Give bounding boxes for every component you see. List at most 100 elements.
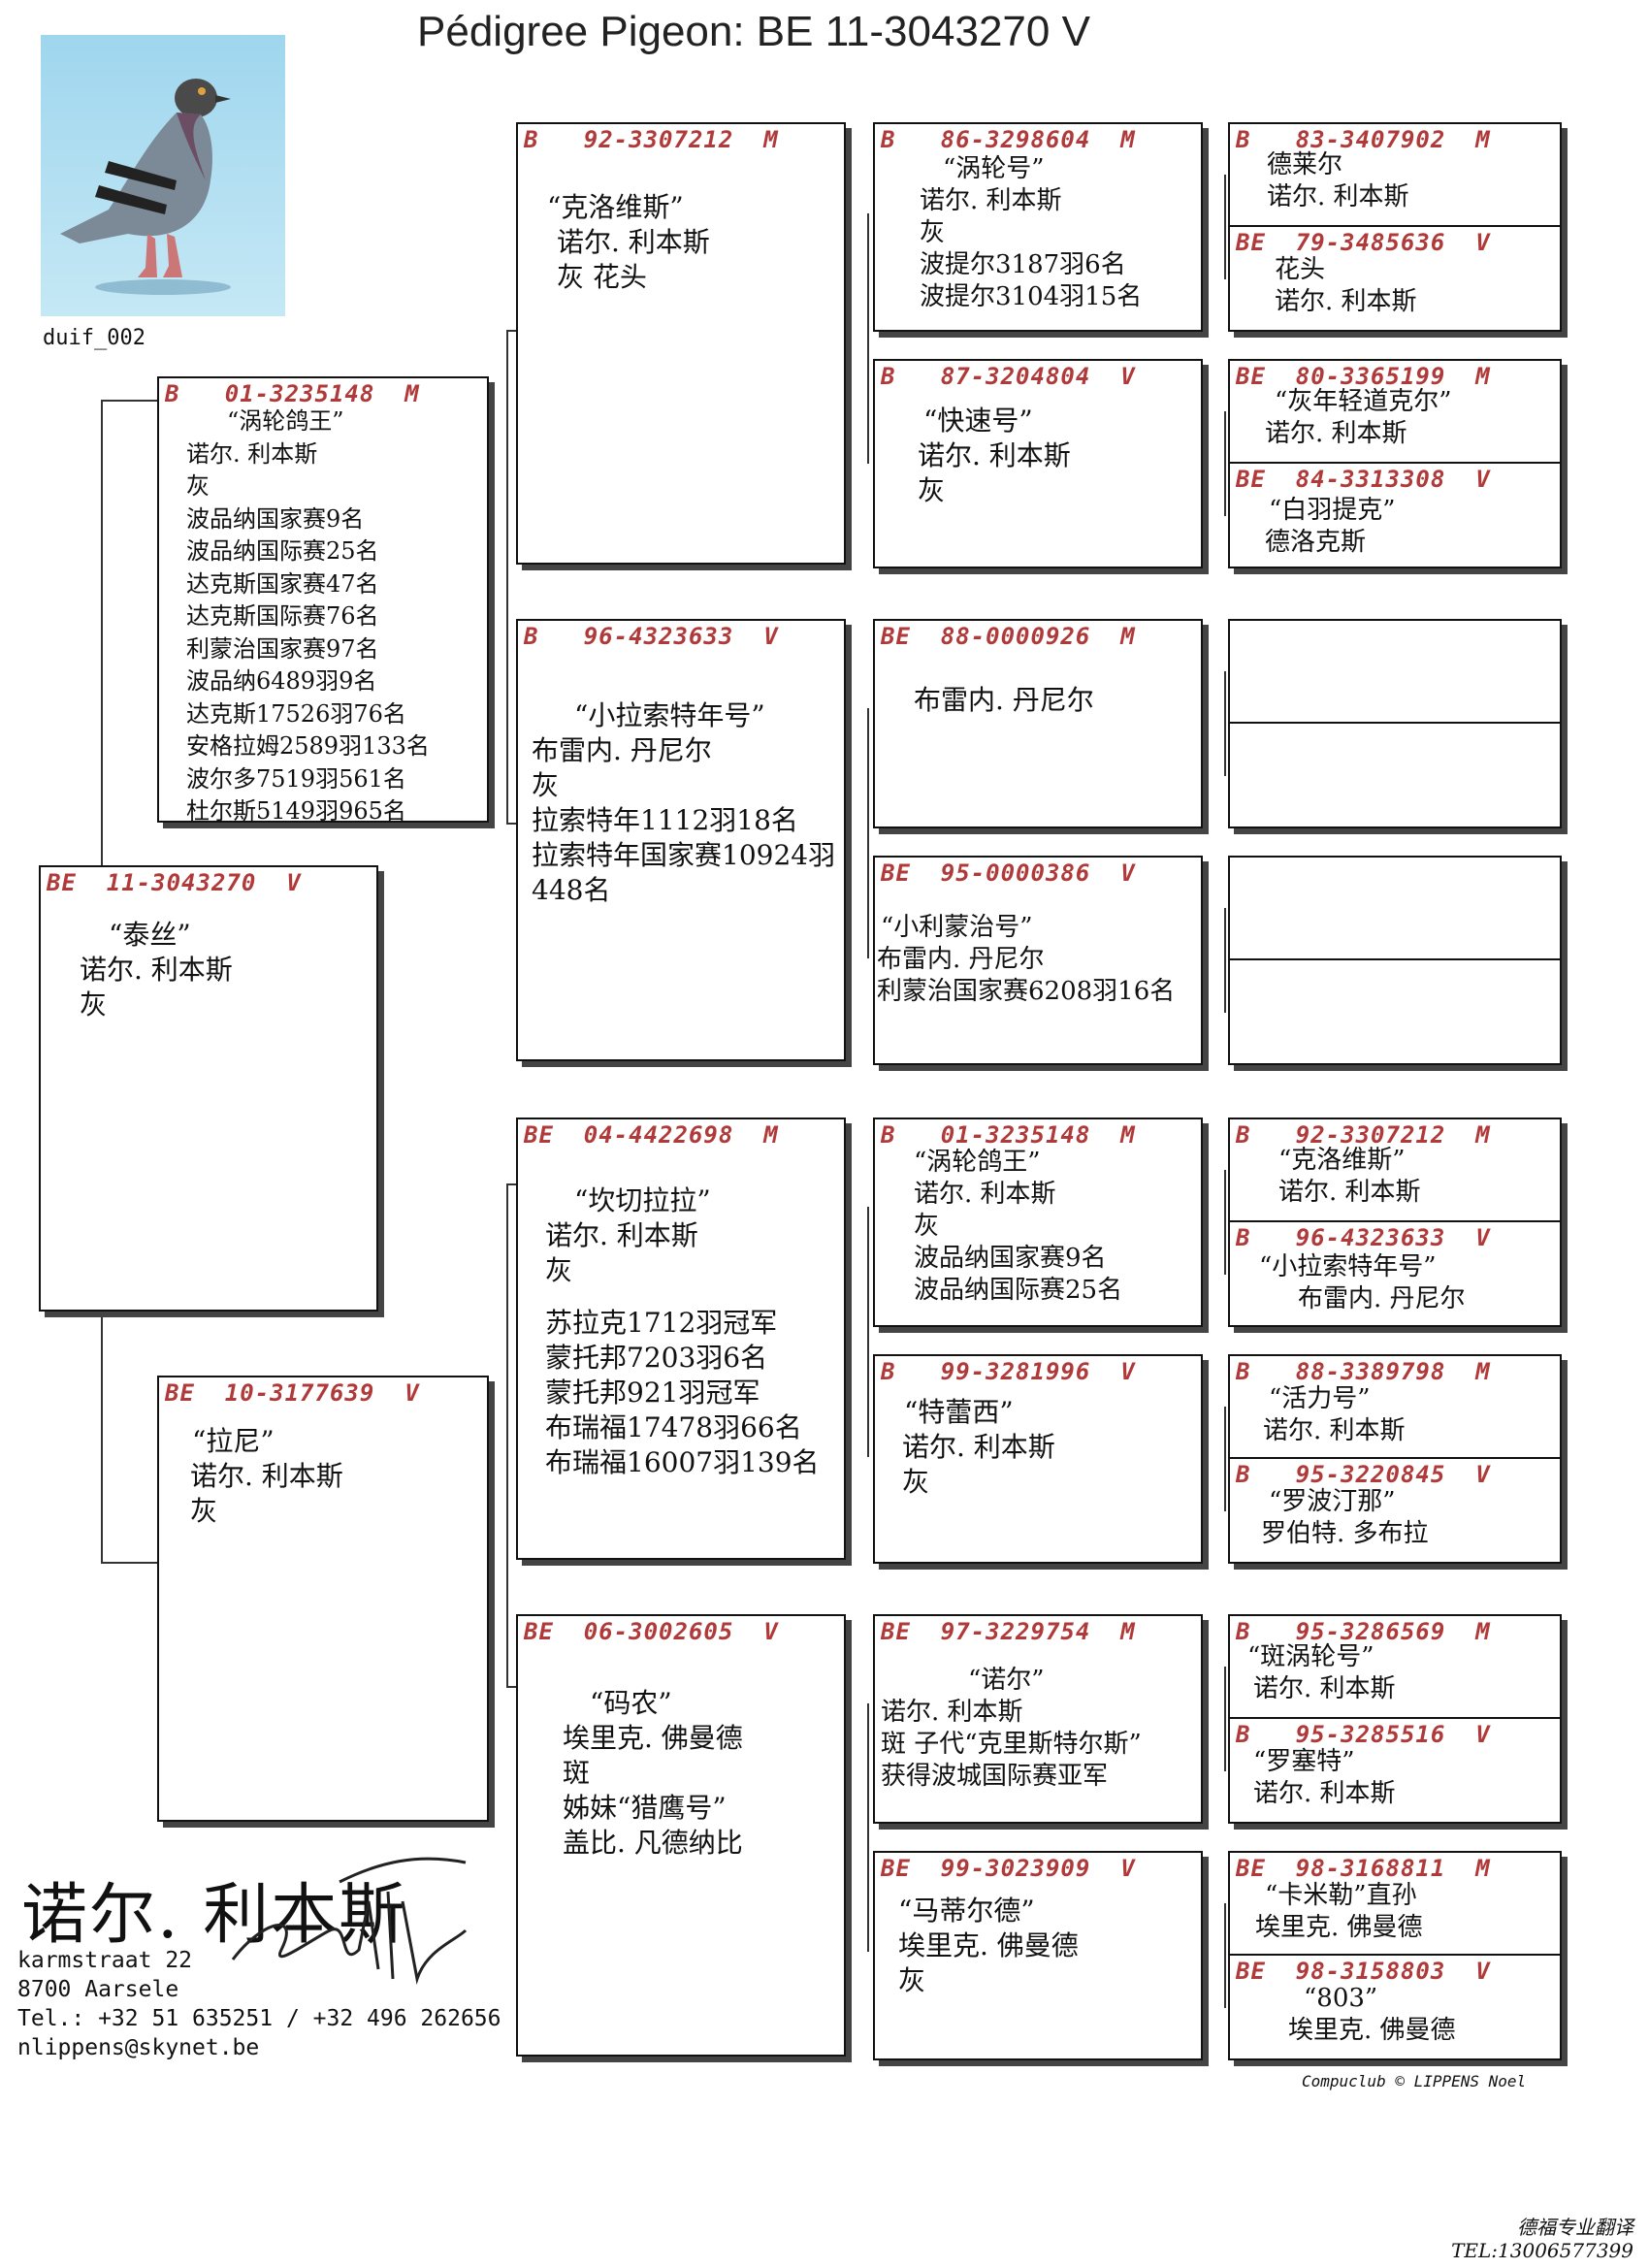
- connector: [1224, 1903, 1226, 2008]
- breeder: 诺尔. 利本斯: [902, 1431, 1055, 1463]
- connector: [506, 330, 508, 825]
- connector: [867, 1207, 869, 1457]
- ring-number: BE 88-0000926 M: [881, 623, 1136, 650]
- ring-number: BE 98-3168811 M: [1236, 1855, 1491, 1882]
- software-credit: Compuclub © LIPPENS Noel: [1302, 2072, 1527, 2090]
- connector: [101, 400, 157, 402]
- pigeon-photo: [41, 35, 285, 316]
- result-line: 波品纳国家赛9名: [914, 1244, 1107, 1273]
- breeder: 埃里克. 佛曼德: [1255, 1913, 1423, 1942]
- color: 灰: [898, 1964, 926, 1996]
- color: 灰: [545, 1254, 573, 1286]
- connector: [101, 1562, 157, 1564]
- pigeon-name: 德莱尔: [1267, 150, 1343, 179]
- result-line: 利蒙治国家赛97名: [186, 634, 379, 663]
- breeder: 布雷内. 丹尼尔: [1298, 1284, 1466, 1313]
- breeder: 埃里克. 佛曼德: [1288, 2016, 1456, 2045]
- g4-card: [1228, 856, 1562, 1065]
- signature-graphic: [231, 1857, 468, 1985]
- ring-number: B 95-3286569 M: [1236, 1618, 1491, 1645]
- breeder: 诺尔. 利本斯: [1253, 1674, 1396, 1703]
- pigeon-name: “特蕾西”: [904, 1396, 1014, 1428]
- pigeon-name: “小拉索特年号”: [574, 699, 765, 731]
- pigeon-name: “涡轮鸽王”: [227, 407, 344, 435]
- ring-number: B 86-3298604 M: [881, 126, 1136, 153]
- color: 灰: [532, 769, 560, 801]
- breeder: 盖比. 凡德纳比: [563, 1827, 743, 1859]
- result-line: 杜尔斯5149羽965名: [186, 797, 406, 825]
- result-line: 波提尔3104羽15名: [920, 282, 1143, 311]
- result-line: 获得波城国际赛亚军: [881, 1762, 1109, 1791]
- g4-bottom: B 95-3220845 V “罗波汀那” 罗伯特. 多布拉: [1230, 1459, 1560, 1562]
- pigeon-name: “小拉索特年号”: [1259, 1252, 1437, 1281]
- ring-number: B 01-3235148 M: [165, 380, 420, 407]
- ring-number: BE 95-0000386 V: [881, 859, 1136, 887]
- g4-bottom: BE 98-3158803 V “803” 埃里克. 佛曼德: [1230, 1956, 1560, 2058]
- ring-number: BE 04-4422698 M: [524, 1121, 779, 1149]
- connector: [1224, 1667, 1226, 1771]
- breeder: 布雷内. 丹尼尔: [877, 945, 1045, 974]
- result-line: 波品纳国家赛9名: [186, 504, 365, 533]
- ring-number: BE 84-3313308 V: [1236, 466, 1491, 493]
- result-line: 波品纳国际赛25名: [914, 1276, 1123, 1305]
- ring-number: B 96-4323633 V: [1236, 1224, 1491, 1251]
- pigeon-name: “泰丝”: [109, 919, 191, 951]
- photo-caption: duif_002: [43, 326, 146, 350]
- connector: [867, 213, 869, 464]
- connector: [1224, 1407, 1226, 1511]
- g4-top: B 88-3389798 M “活力号” 诺尔. 利本斯: [1230, 1356, 1560, 1459]
- pigeon-name: “活力号”: [1269, 1384, 1371, 1413]
- pigeon-name: “白羽提克”: [1269, 496, 1396, 525]
- g4-card: B 83-3407902 M 德莱尔 诺尔. 利本斯 BE 79-3485636…: [1228, 122, 1562, 332]
- sibling-line: 姊妹“猎鹰号”: [563, 1792, 727, 1824]
- breeder: 诺尔. 利本斯: [545, 1219, 698, 1251]
- ssd-card: B 87-3204804 V “快速号” 诺尔. 利本斯 灰: [873, 359, 1203, 568]
- color: 灰: [920, 218, 946, 247]
- g4-top: B 83-3407902 M 德莱尔 诺尔. 利本斯: [1230, 124, 1560, 227]
- pigeon-name: “小利蒙治号”: [881, 913, 1033, 942]
- g4-top: BE 98-3168811 M “卡米勒”直孙 埃里克. 佛曼德: [1230, 1853, 1560, 1956]
- breeder: 布雷内. 丹尼尔: [532, 734, 712, 766]
- breeder: 德洛克斯: [1265, 528, 1367, 557]
- ring-number: B 92-3307212 M: [524, 126, 779, 153]
- g4-card: BE 98-3168811 M “卡米勒”直孙 埃里克. 佛曼德 BE 98-3…: [1228, 1851, 1562, 2060]
- color: 灰: [902, 1466, 930, 1498]
- ring-number: BE 98-3158803 V: [1236, 1958, 1491, 1985]
- pigeon-name: “803”: [1304, 1984, 1378, 2013]
- breeder-contact: karmstraat 22 8700 Aarsele Tel.: +32 51 …: [17, 1946, 501, 2062]
- g4-bottom: [1230, 724, 1560, 826]
- address-line: 8700 Aarsele: [17, 1977, 179, 2002]
- ring-number: BE 11-3043270 V: [47, 869, 302, 896]
- phone-line: Tel.: +32 51 635251 / +32 496 262656: [17, 2006, 501, 2031]
- ring-number: B 88-3389798 M: [1236, 1358, 1491, 1385]
- ring-number: BE 10-3177639 V: [165, 1379, 420, 1407]
- sds-card: BE 88-0000926 M 布雷内. 丹尼尔: [873, 619, 1203, 828]
- dss-card: B 01-3235148 M “涡轮鸽王” 诺尔. 利本斯 灰 波品纳国家赛9名…: [873, 1118, 1203, 1327]
- pigeon-name: “罗波汀那”: [1269, 1487, 1396, 1516]
- result-line: 利蒙治国家赛6208羽16名: [877, 977, 1176, 1006]
- pigeon-name: 花头: [1275, 255, 1326, 284]
- pigeon-name: “涡轮号”: [943, 154, 1045, 183]
- connector: [506, 1183, 516, 1185]
- ring-number: BE 97-3229754 M: [881, 1618, 1136, 1645]
- g4-bottom: B 95-3285516 V “罗塞特” 诺尔. 利本斯: [1230, 1719, 1560, 1822]
- dsd-card: B 99-3281996 V “特蕾西” 诺尔. 利本斯 灰: [873, 1354, 1203, 1564]
- g4-top: [1230, 621, 1560, 724]
- pigeon-name: “拉尼”: [192, 1425, 275, 1457]
- color: 灰: [80, 988, 108, 1021]
- translator-tel: TEL:13006577399: [1451, 2239, 1633, 2262]
- connector: [506, 1686, 516, 1688]
- g4-card: BE 80-3365199 M “灰年轻道克尔” 诺尔. 利本斯 BE 84-3…: [1228, 359, 1562, 568]
- breeder: 诺尔. 利本斯: [920, 186, 1062, 215]
- ring-number: B 99-3281996 V: [881, 1358, 1136, 1385]
- color: 斑: [563, 1757, 591, 1789]
- sire-sire-card: B 92-3307212 M “克洛维斯” 诺尔. 利本斯 灰 花头: [516, 122, 846, 565]
- breeder: 诺尔. 利本斯: [918, 439, 1071, 471]
- pigeon-name: “罗塞特”: [1253, 1747, 1355, 1776]
- subject-pigeon-card: BE 11-3043270 V “泰丝” 诺尔. 利本斯 灰: [39, 865, 378, 1312]
- breeder: 诺尔. 利本斯: [1275, 287, 1417, 316]
- pigeon-name: “快速号”: [923, 405, 1033, 437]
- dds-card: BE 97-3229754 M “诺尔” 诺尔. 利本斯 斑 子代“克里斯特尔斯…: [873, 1614, 1203, 1824]
- result-line: 波尔多7519羽561名: [186, 764, 406, 793]
- breeder: 诺尔. 利本斯: [881, 1698, 1023, 1727]
